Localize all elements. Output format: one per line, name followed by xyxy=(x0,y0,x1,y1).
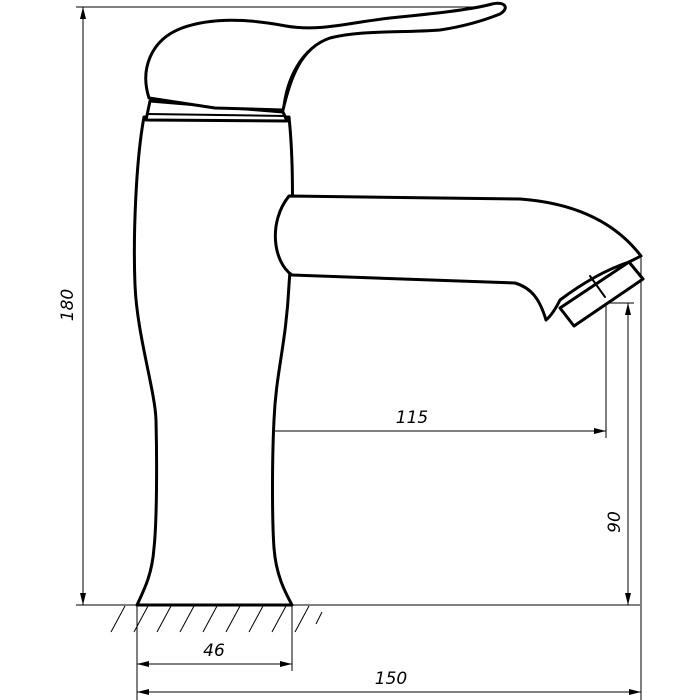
handle-inner-curve xyxy=(282,37,331,111)
dim-label-150: 150 xyxy=(375,669,407,689)
aerator-detail-line xyxy=(589,275,606,298)
dim-label-115: 115 xyxy=(396,408,428,428)
faucet-handle xyxy=(144,1,507,112)
faucet-spout xyxy=(274,194,643,322)
dim-180-arrow-top xyxy=(80,7,86,19)
dim-180-arrow-bottom xyxy=(80,593,86,605)
cartridge-ring-line xyxy=(147,113,286,117)
dim-150-arrow-left xyxy=(137,689,149,695)
surface-hatching xyxy=(110,604,323,633)
dim-label-90: 90 xyxy=(605,511,625,533)
spout-aerator xyxy=(558,260,645,328)
dim-46-arrow-left xyxy=(137,661,149,667)
dim-label-180: 180 xyxy=(58,289,78,321)
dim-46-arrow-right xyxy=(280,661,292,667)
dim-90-arrow-bottom xyxy=(625,593,631,605)
dim-label-46: 46 xyxy=(203,641,225,661)
dim-90-arrow-top xyxy=(625,303,631,315)
faucet-body xyxy=(132,115,294,607)
dim-150-arrow-right xyxy=(629,689,641,695)
dimension-labels: 180 115 90 46 150 xyxy=(58,289,625,689)
dim-115-arrow-right xyxy=(594,428,606,434)
